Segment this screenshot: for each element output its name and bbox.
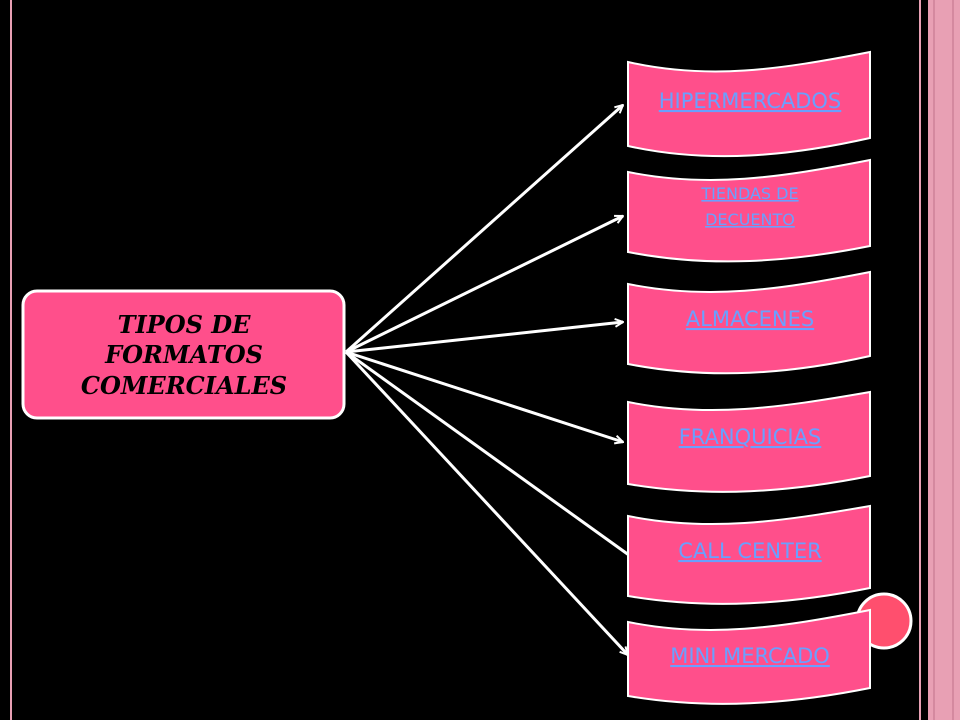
banner-shape: [627, 50, 871, 158]
main-box-line: COMERCIALES: [81, 371, 287, 400]
banner-label[interactable]: DECUENTO: [705, 210, 795, 229]
pink-side-strip: [928, 0, 960, 720]
banner-franquicias[interactable]: FRANQUICIAS: [627, 390, 871, 493]
connector-arrow: [345, 214, 623, 354]
banner-shape: [627, 158, 871, 263]
banner-label[interactable]: TIENDAS DE: [700, 184, 798, 203]
banner-shape: [627, 270, 871, 375]
slide-frame-left-line: [10, 0, 12, 720]
banner-hipermercados[interactable]: HIPERMERCADOS: [627, 50, 871, 158]
banner-mini-mercado[interactable]: MINI MERCADO: [627, 608, 871, 705]
banner-shape: [627, 608, 871, 705]
main-box: TIPOS DE FORMATOS COMERCIALES: [21, 289, 346, 420]
connector-arrow: [345, 350, 640, 563]
main-box-line: FORMATOS: [104, 340, 263, 369]
banner-label[interactable]: CALL CENTER: [678, 539, 821, 563]
banner-shape: [627, 390, 871, 493]
main-box-line: TIPOS DE: [118, 310, 252, 339]
connector-arrow: [345, 105, 623, 354]
banner-label[interactable]: FRANQUICIAS: [679, 425, 822, 449]
banner-label[interactable]: ALMACENES: [686, 307, 814, 331]
banner-call-center[interactable]: CALL CENTER: [627, 504, 871, 605]
banner-label[interactable]: MINI MERCADO: [670, 644, 830, 668]
banner-almacenes[interactable]: ALMACENES: [627, 270, 871, 375]
connector-arrow: [344, 350, 628, 655]
connector-arrows: [344, 105, 640, 655]
main-box-shape: [21, 289, 346, 420]
banner-tiendas-de-descuento[interactable]: TIENDAS DE DECUENTO: [627, 158, 871, 263]
connector-arrow: [345, 350, 623, 442]
connector-arrow: [345, 322, 623, 354]
pink-side-strip-line: [933, 0, 935, 720]
banner-label[interactable]: HIPERMERCADOS: [659, 89, 842, 113]
banner-shape: [627, 504, 871, 605]
pink-side-strip-line: [952, 0, 954, 720]
slide-frame-right-line: [919, 0, 921, 720]
